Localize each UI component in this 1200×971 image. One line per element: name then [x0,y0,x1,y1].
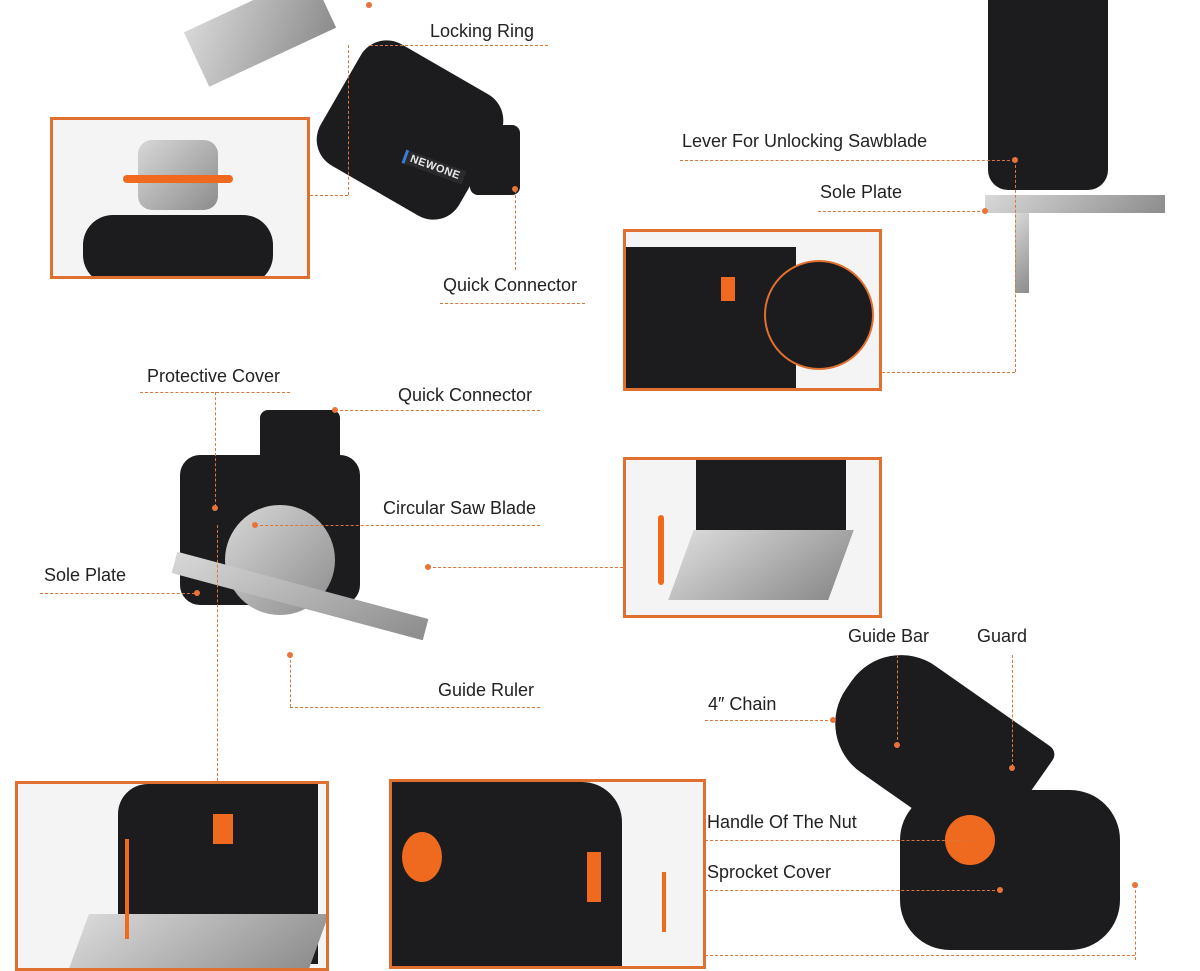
label-sole-plate-jigsaw: Sole Plate [820,182,903,202]
lever-detail [623,229,882,391]
label-chain: 4″ Chain [708,694,777,714]
label-quick-connector-circular: Quick Connector [398,385,533,405]
label-lever-unlocking-sawblade: Lever For Unlocking Sawblade [682,131,928,151]
label-guide-bar: Guide Bar [848,626,930,646]
depth-adjust-detail [15,781,329,971]
label-handle-of-nut: Handle Of The Nut [707,812,857,832]
label-sprocket-cover: Sprocket Cover [707,862,832,882]
label-locking-ring: Locking Ring [430,21,535,41]
bevel-adjust-detail [623,457,882,618]
label-protective-cover: Protective Cover [147,366,281,386]
chainsaw-lock-detail [389,779,706,969]
label-circular-saw-blade: Circular Saw Blade [383,498,537,518]
label-sole-plate-circular: Sole Plate [44,565,127,585]
locking-ring-detail [50,117,310,279]
label-guard: Guard [977,626,1028,646]
label-quick-connector-reciprocating: Quick Connector [443,275,578,295]
label-guide-ruler: Guide Ruler [438,680,535,700]
